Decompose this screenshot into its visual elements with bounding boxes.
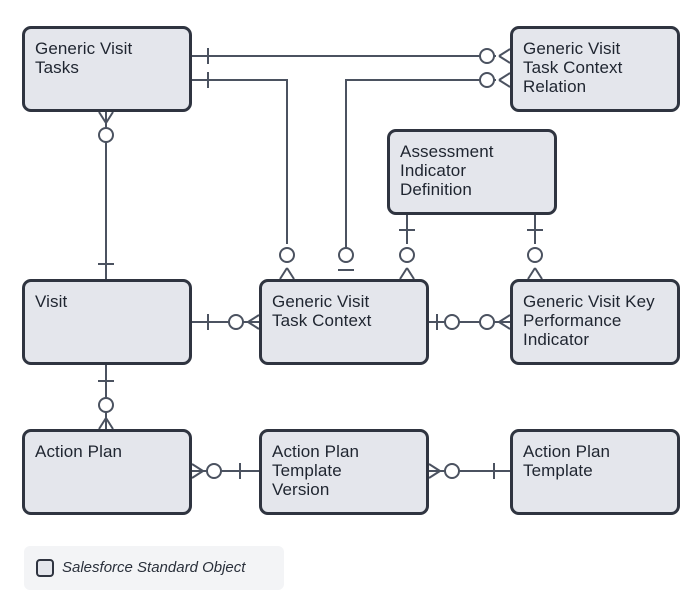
many-mark [498,72,511,81]
many-mark [428,470,441,479]
zero-mark [444,463,460,479]
many-mark [406,267,415,280]
entity-action-plan-template[interactable]: Action Plan Template [510,429,680,515]
many-mark [498,55,511,64]
zero-mark [206,463,222,479]
legend: Salesforce Standard Object [24,546,284,590]
zero-mark [479,314,495,330]
zero-mark [479,72,495,88]
many-mark [498,314,511,323]
many-mark [498,48,511,57]
zero-mark [527,247,543,263]
many-mark [247,314,260,323]
entity-generic-visit-task-context-relation[interactable]: Generic Visit Task Context Relation [510,26,680,112]
entity-visit[interactable]: Visit [22,279,192,365]
zero-mark [399,247,415,263]
zero-mark [98,127,114,143]
many-mark [105,417,114,430]
entity-action-plan[interactable]: Action Plan [22,429,192,515]
zero-mark [228,314,244,330]
many-mark [399,267,408,280]
entity-generic-visit-key-performance-indicator[interactable]: Generic Visit Key Performance Indicator [510,279,680,365]
many-mark [191,470,204,479]
entity-generic-visit-tasks[interactable]: Generic Visit Tasks [22,26,192,112]
many-mark [105,111,114,124]
entity-generic-visit-task-context[interactable]: Generic Visit Task Context [259,279,429,365]
zero-mark [279,247,295,263]
many-mark [98,417,107,430]
legend-swatch [36,559,54,577]
line-tasks-to-context [192,79,288,244]
zero-mark [98,397,114,413]
zero-mark [444,314,460,330]
many-mark [279,267,288,280]
many-mark [498,321,511,330]
line-relation-to-context [345,79,496,248]
many-mark [527,267,536,280]
many-mark [191,463,204,472]
many-mark [498,79,511,88]
legend-label: Salesforce Standard Object [62,559,246,576]
zero-mark [338,247,354,263]
many-mark [534,267,543,280]
many-mark [247,321,260,330]
zero-mark [479,48,495,64]
many-mark [98,111,107,124]
many-mark [428,463,441,472]
entity-action-plan-template-version[interactable]: Action Plan Template Version [259,429,429,515]
many-mark [286,267,295,280]
entity-assessment-indicator-definition[interactable]: Assessment Indicator Definition [387,129,557,215]
